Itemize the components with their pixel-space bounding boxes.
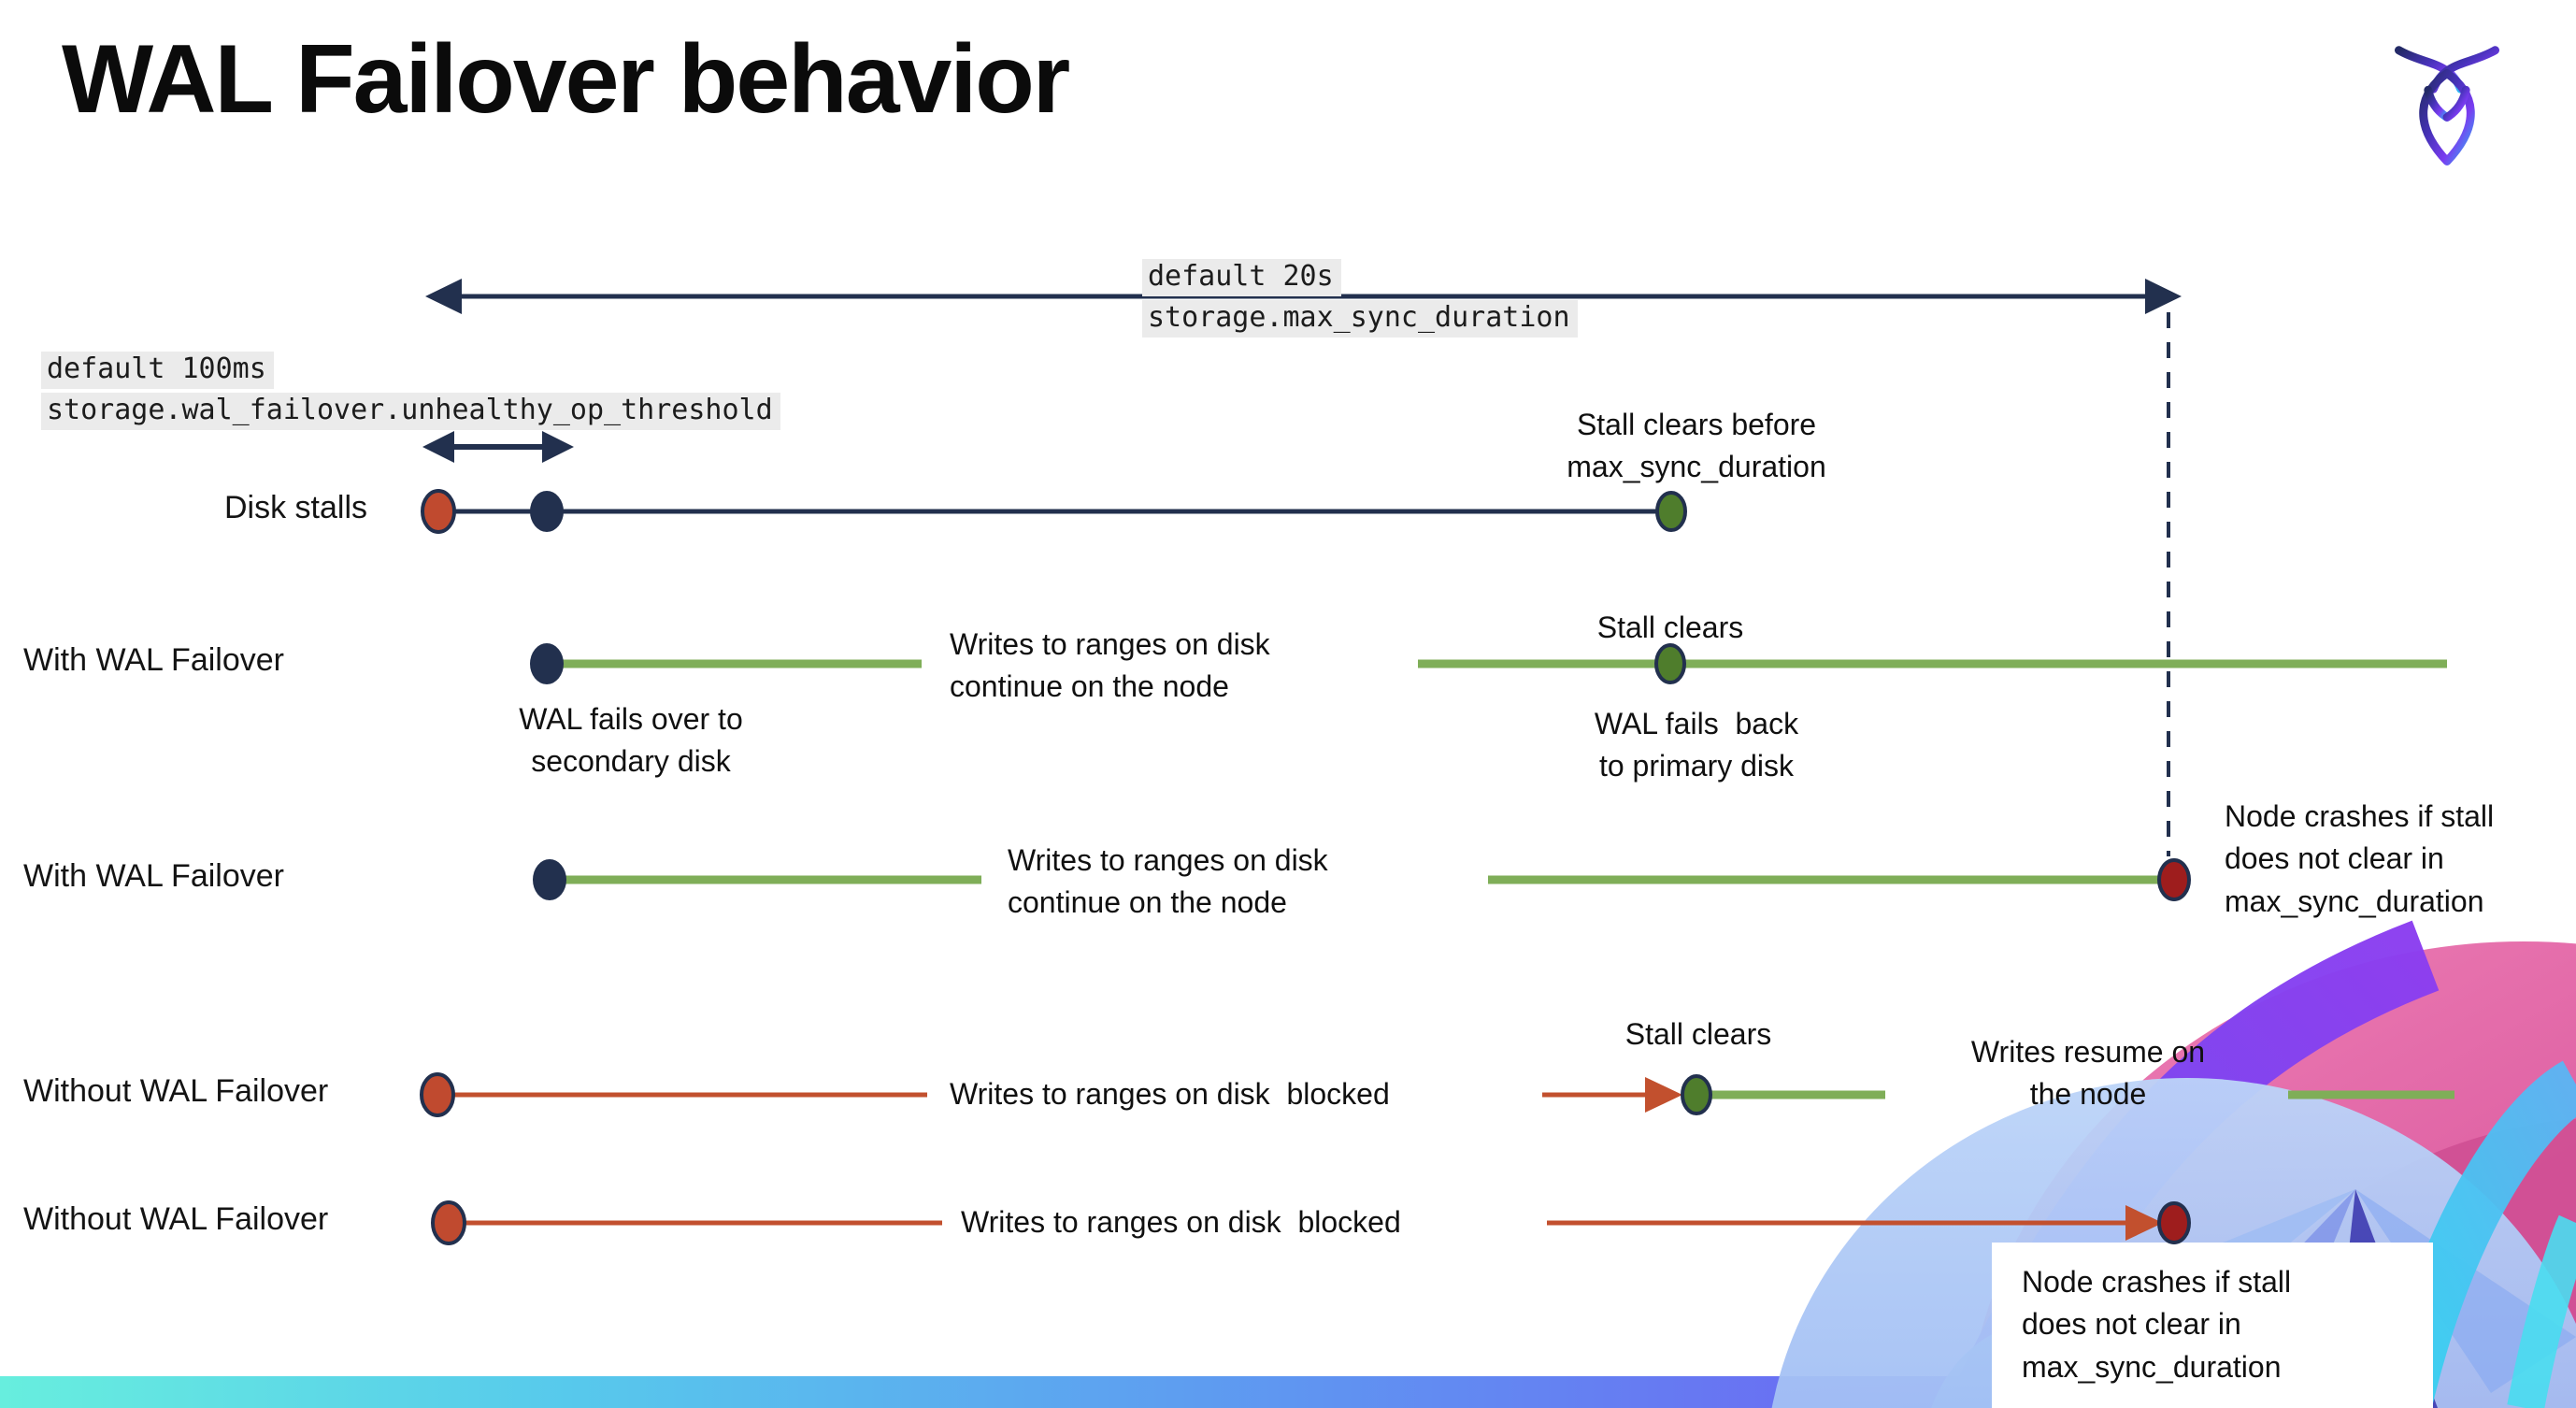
cockroach-logo-icon bbox=[2395, 46, 2499, 165]
setting-default-value: default 20s bbox=[1142, 259, 1341, 296]
row-label-without-wal-failover-2: Without WAL Failover bbox=[23, 1201, 329, 1237]
page-title: WAL Failover behavior bbox=[62, 25, 1070, 134]
note-stall-clears-before: Stall clears before max_sync_duration bbox=[1567, 408, 1826, 484]
note-writes-blocked-2: Writes to ranges on disk blocked bbox=[961, 1205, 1401, 1239]
setting-name: storage.wal_failover.unhealthy_op_thresh… bbox=[41, 393, 780, 430]
note-wal-fails-over: WAL fails over to secondary disk bbox=[519, 702, 743, 779]
note-wal-fails-back: WAL fails back to primary disk bbox=[1594, 707, 1799, 783]
setting-name: storage.max_sync_duration bbox=[1142, 300, 1578, 338]
note-writes-resume: Writes resume on the node bbox=[1970, 1035, 2206, 1112]
max-sync-duration-label: default 20s storage.max_sync_duration bbox=[1142, 259, 1578, 338]
unhealthy-op-threshold-label: default 100ms storage.wal_failover.unhea… bbox=[41, 352, 780, 430]
note-writes-continue-1: Writes to ranges on disk continue on the… bbox=[950, 627, 1270, 704]
crash-callout-box bbox=[1992, 1243, 2433, 1408]
note-writes-continue-2: Writes to ranges on disk continue on the… bbox=[1008, 843, 1328, 920]
note-node-crashes-1: Node crashes if stall does not clear in … bbox=[2225, 799, 2495, 918]
note-stall-clears-1: Stall clears bbox=[1596, 611, 1744, 644]
note-writes-blocked-1: Writes to ranges on disk blocked bbox=[950, 1077, 1390, 1111]
row-label-disk-stalls: Disk stalls bbox=[224, 490, 368, 525]
row-label-with-wal-failover-2: With WAL Failover bbox=[23, 858, 284, 894]
setting-default-value: default 100ms bbox=[41, 352, 274, 389]
note-node-crashes-2: Node crashes if stall does not clear in … bbox=[2022, 1265, 2292, 1384]
row-label-with-wal-failover-1: With WAL Failover bbox=[23, 642, 284, 678]
cyan-arch-small bbox=[2507, 1214, 2576, 1408]
row-label-without-wal-failover-1: Without WAL Failover bbox=[23, 1073, 329, 1109]
note-stall-clears-2: Stall clears bbox=[1624, 1017, 1772, 1051]
